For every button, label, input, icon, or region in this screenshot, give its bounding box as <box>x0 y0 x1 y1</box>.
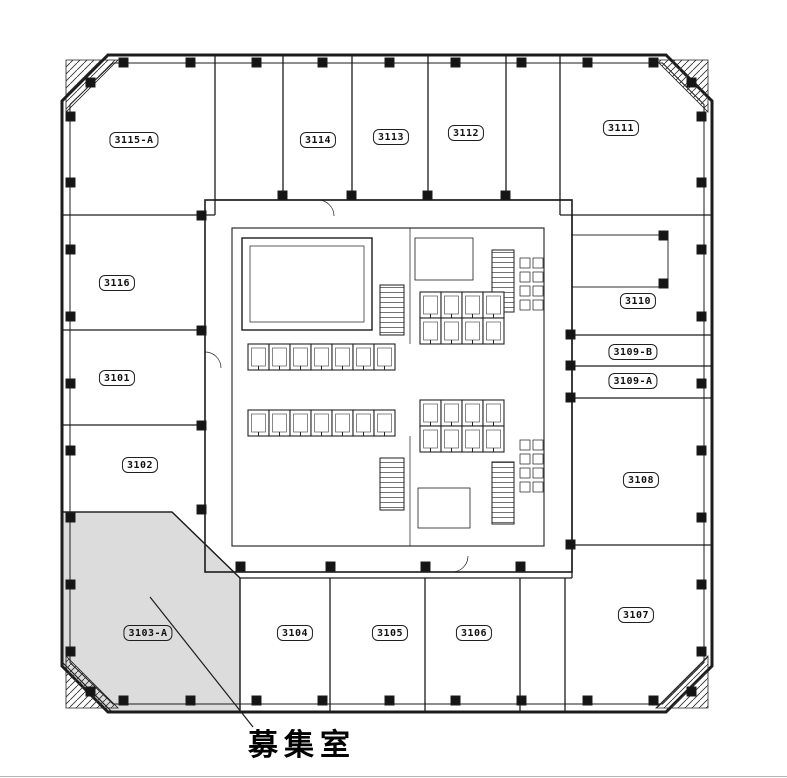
elevator-bank-left <box>247 343 396 437</box>
room-label-3115-a: 3115-A <box>109 132 159 148</box>
room-label-3105: 3105 <box>371 625 409 641</box>
room-label-3113: 3113 <box>372 129 410 145</box>
room-label-3106: 3106 <box>455 625 493 641</box>
vacancy-annotation: 募集室 <box>248 728 356 763</box>
core-service-details <box>204 199 474 573</box>
room-label-3107: 3107 <box>617 607 655 623</box>
core <box>204 199 573 573</box>
corner-hatch-top-right <box>655 59 709 113</box>
room-label-3103-a: 3103-A <box>123 625 173 641</box>
room-label-3109-a: 3109-A <box>608 373 658 389</box>
room-label-3101: 3101 <box>98 370 136 386</box>
room-label-3112: 3112 <box>447 125 485 141</box>
room-label-3114: 3114 <box>299 132 337 148</box>
stair-shafts <box>379 249 515 525</box>
image-bottom-edge <box>0 776 787 777</box>
elevator-bank-right <box>419 291 505 453</box>
corner-hatch-bottom-right <box>655 655 709 709</box>
room-label-3108: 3108 <box>622 472 660 488</box>
room-label-3110: 3110 <box>619 293 657 309</box>
annotation-leader-line <box>149 596 254 728</box>
room-label-3109-b: 3109-B <box>608 344 658 360</box>
corner-stair-hatches <box>65 59 709 709</box>
corner-hatch-bottom-left <box>65 655 119 709</box>
room-label-3104: 3104 <box>276 625 314 641</box>
interior-columns <box>196 190 669 572</box>
room-label-3116: 3116 <box>98 275 136 291</box>
restroom-fixtures <box>519 257 544 493</box>
room-label-3111: 3111 <box>602 120 640 136</box>
machine-room <box>241 237 373 331</box>
room-label-3102: 3102 <box>121 457 159 473</box>
